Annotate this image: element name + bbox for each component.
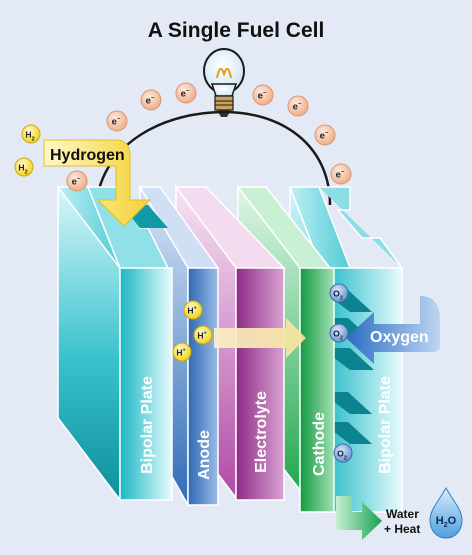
label-anode: Anode: [196, 430, 213, 480]
diagram-title: A Single Fuel Cell: [148, 19, 325, 42]
water-drop-icon: H2O: [429, 486, 463, 539]
svg-text:H2: H2: [18, 163, 27, 176]
label-bipolar-plate-left: Bipolar Plate: [139, 376, 156, 474]
svg-text:H2O: H2O: [436, 515, 457, 529]
electron-particle: e−: [175, 82, 197, 104]
svg-text:e−: e−: [181, 89, 190, 100]
svg-text:e−: e−: [258, 91, 267, 102]
svg-text:H+: H+: [197, 331, 206, 341]
water-arrow-icon: [336, 496, 382, 540]
hydrogen-ion: H+: [183, 300, 203, 320]
svg-text:e−: e−: [293, 102, 302, 113]
hydrogen-molecule: H2: [14, 157, 34, 177]
electron-particle: e−: [140, 89, 162, 111]
light-bulb-icon: [203, 48, 245, 117]
label-oxygen: Oxygen: [370, 329, 429, 346]
oxygen-molecule: O2: [329, 323, 349, 343]
svg-text:O2: O2: [337, 449, 347, 462]
electron-particle: e−: [287, 95, 309, 117]
label-electrolyte: Electrolyte: [253, 391, 270, 473]
electron-particle: e−: [314, 124, 336, 146]
electron-particle: e−: [252, 84, 274, 106]
hydrogen-molecule: H2: [21, 124, 41, 144]
electron-particle: e−: [106, 110, 128, 132]
svg-text:H2: H2: [25, 130, 34, 143]
svg-text:e−: e−: [146, 96, 155, 107]
electron-particles: e− e− e− e− e− e− e− e−: [66, 82, 352, 192]
svg-text:H+: H+: [176, 348, 185, 358]
label-bipolar-plate-right: Bipolar Plate: [377, 376, 394, 474]
svg-text:H+: H+: [187, 306, 196, 316]
oxygen-molecule: O2: [333, 443, 353, 463]
hydrogen-ions: H+ H+ H+: [172, 300, 213, 362]
label-heat: + Heat: [384, 522, 420, 536]
svg-text:O2: O2: [333, 329, 343, 342]
svg-text:O2: O2: [333, 289, 343, 302]
oxygen-arrow-icon: [346, 296, 440, 364]
electron-particle: e−: [330, 163, 352, 185]
label-hydrogen: Hydrogen: [50, 147, 125, 164]
svg-text:e−: e−: [336, 170, 345, 181]
label-water: Water: [386, 507, 419, 521]
electron-particle: e−: [66, 170, 88, 192]
oxygen-molecule: O2: [329, 283, 349, 303]
hydrogen-ion: H+: [172, 342, 192, 362]
proton-flow-arrow: [214, 318, 306, 358]
hydrogen-ion: H+: [193, 325, 213, 345]
label-cathode: Cathode: [311, 412, 328, 476]
svg-text:e−: e−: [72, 177, 81, 188]
svg-text:e−: e−: [112, 117, 121, 128]
hydrogen-arrow-icon: [43, 139, 152, 227]
svg-text:e−: e−: [320, 131, 329, 142]
